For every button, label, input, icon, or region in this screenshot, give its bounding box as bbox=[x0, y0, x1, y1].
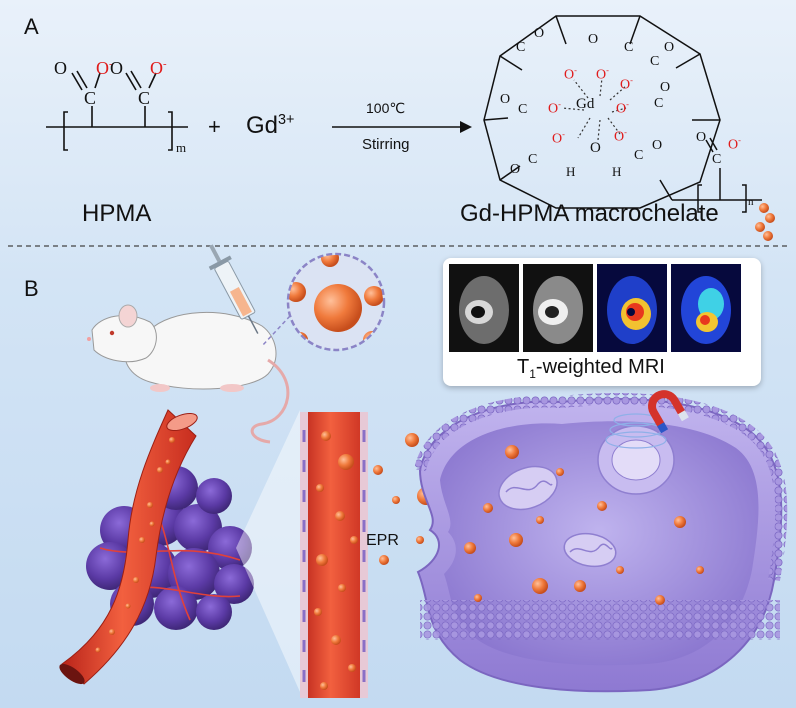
tail-o-anion: O- bbox=[728, 136, 741, 153]
hpma-o-left: O bbox=[54, 58, 67, 78]
cage-o-4: O bbox=[500, 92, 511, 107]
chelate-bead-cluster bbox=[755, 203, 775, 241]
hpma-o-anion-left: O- bbox=[96, 58, 113, 78]
mri-panel-images bbox=[449, 264, 741, 352]
gd-center-label: Gd bbox=[576, 96, 595, 112]
mouse-illustration bbox=[87, 304, 290, 444]
hpma-c-left: C bbox=[84, 88, 97, 108]
hpma-structure bbox=[46, 70, 188, 151]
water-hydrogen-right: H bbox=[612, 164, 622, 179]
cage-o-3: O bbox=[664, 40, 675, 55]
panel-a-label: A bbox=[24, 14, 39, 39]
cage-c-2: C bbox=[624, 40, 634, 55]
cage-c-5: C bbox=[654, 96, 664, 111]
cage-c-7: C bbox=[634, 148, 644, 163]
hpma-o-anion-right: O- bbox=[150, 58, 167, 78]
product-repeat-n: n bbox=[748, 196, 754, 208]
hpma-o-mid: O bbox=[110, 58, 123, 78]
tail-c: C bbox=[712, 152, 722, 167]
magnification-wedge bbox=[236, 410, 300, 692]
cage-o-anion-5: O- bbox=[548, 100, 561, 117]
plus-sign: + bbox=[208, 114, 221, 139]
vertical-blood-vessel bbox=[300, 412, 368, 698]
tail-o: O bbox=[696, 130, 707, 145]
cage-c-1: C bbox=[516, 40, 526, 55]
cage-o-anion-2: O- bbox=[596, 66, 609, 83]
macrochelate-cage bbox=[483, 15, 762, 213]
cage-o-anion-7: O- bbox=[614, 128, 627, 145]
water-hydrogen-left: H bbox=[566, 164, 576, 179]
cage-o-anion-6: O- bbox=[552, 130, 565, 147]
water-oxygen: O bbox=[590, 140, 601, 156]
product-label: Gd-HPMA macrochelate bbox=[460, 200, 719, 227]
coordination-bonds bbox=[561, 77, 627, 141]
cage-o-anion-1: O- bbox=[564, 66, 577, 83]
panel-b-label: B bbox=[24, 276, 39, 301]
reaction-arrow bbox=[332, 121, 472, 133]
mri-caption: T1-weighted MRI bbox=[517, 356, 665, 381]
cage-o-5: O bbox=[660, 80, 671, 95]
reaction-temperature: 100℃ bbox=[366, 100, 406, 116]
cage-o-2: O bbox=[588, 32, 599, 47]
left-blood-vessel bbox=[59, 409, 198, 685]
cage-c-4: C bbox=[518, 102, 528, 117]
epr-label: EPR bbox=[366, 532, 399, 549]
cage-o-6: O bbox=[510, 162, 521, 177]
syringe-illustration bbox=[208, 244, 259, 334]
gd-ion-label: Gd3+ bbox=[246, 112, 295, 139]
hpma-repeat-m: m bbox=[176, 140, 187, 155]
hpma-c-right: C bbox=[138, 88, 151, 108]
reaction-stirring: Stirring bbox=[362, 136, 410, 153]
cage-o-anion-3: O- bbox=[620, 76, 633, 93]
cancer-cell bbox=[414, 393, 788, 693]
hpma-label: HPMA bbox=[82, 200, 152, 227]
cage-o-1: O bbox=[534, 26, 545, 41]
cage-c-6: C bbox=[528, 152, 538, 167]
nanoparticle-zoom bbox=[261, 252, 386, 352]
cage-c-3: C bbox=[650, 54, 660, 69]
cage-o-7: O bbox=[652, 138, 663, 153]
cage-o-anion-4: O- bbox=[616, 100, 629, 117]
magnet-icon bbox=[648, 390, 689, 434]
